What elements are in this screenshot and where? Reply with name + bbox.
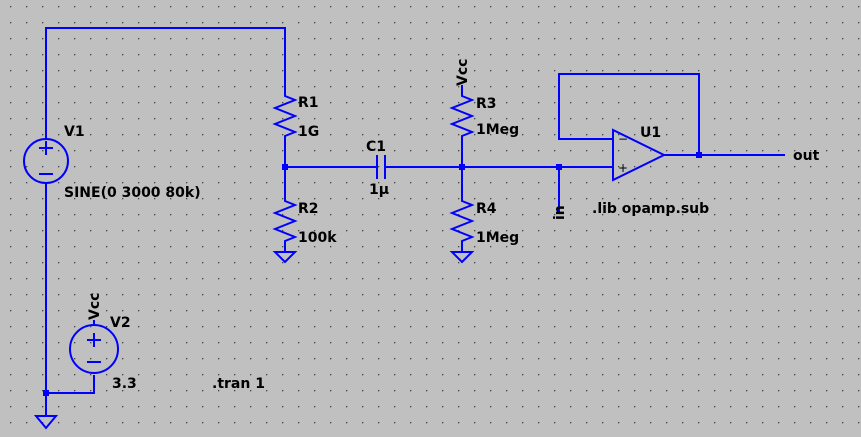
v2-net-label: Vcc <box>87 293 103 320</box>
r1-value-label: 1G <box>298 124 319 140</box>
v2-name-label: V2 <box>110 315 131 331</box>
opamp-u1[interactable] <box>612 128 667 182</box>
voltage-source-v1[interactable] <box>23 138 69 184</box>
r3-value-label: 1Meg <box>476 122 519 138</box>
junction-dots <box>43 152 702 396</box>
u1-name-label: U1 <box>640 125 661 141</box>
r3-net-label: Vcc <box>455 59 471 86</box>
resistor-r2[interactable] <box>272 197 298 248</box>
v1-name-label: V1 <box>64 124 85 140</box>
v2-value-label: 3.3 <box>112 376 137 392</box>
r4-name-label: R4 <box>476 201 497 217</box>
lib-directive[interactable]: .lib opamp.sub <box>592 201 709 217</box>
u1-minus-sign: − <box>618 132 628 146</box>
c1-value-label: 1µ <box>369 182 389 198</box>
net-label-in: in <box>552 205 568 220</box>
capacitor-c1[interactable] <box>376 155 386 179</box>
resistor-r3[interactable] <box>449 92 475 143</box>
voltage-source-v2[interactable] <box>69 324 119 374</box>
resistor-r1[interactable] <box>272 92 298 143</box>
ground-symbol-r4 <box>449 248 475 264</box>
r2-value-label: 100k <box>298 230 337 246</box>
tran-directive[interactable]: .tran 1 <box>212 376 265 392</box>
r2-name-label: R2 <box>298 201 319 217</box>
u1-plus-sign: + <box>618 161 628 175</box>
ground-symbol-main <box>33 405 59 430</box>
r4-value-label: 1Meg <box>476 230 519 246</box>
r1-name-label: R1 <box>298 95 319 111</box>
net-label-out: out <box>793 148 820 164</box>
ground-symbol-r2 <box>272 248 298 264</box>
v1-value-label: SINE(0 3000 80k) <box>64 185 201 201</box>
c1-name-label: C1 <box>366 139 386 155</box>
resistor-r4[interactable] <box>449 197 475 248</box>
r3-name-label: R3 <box>476 96 497 112</box>
